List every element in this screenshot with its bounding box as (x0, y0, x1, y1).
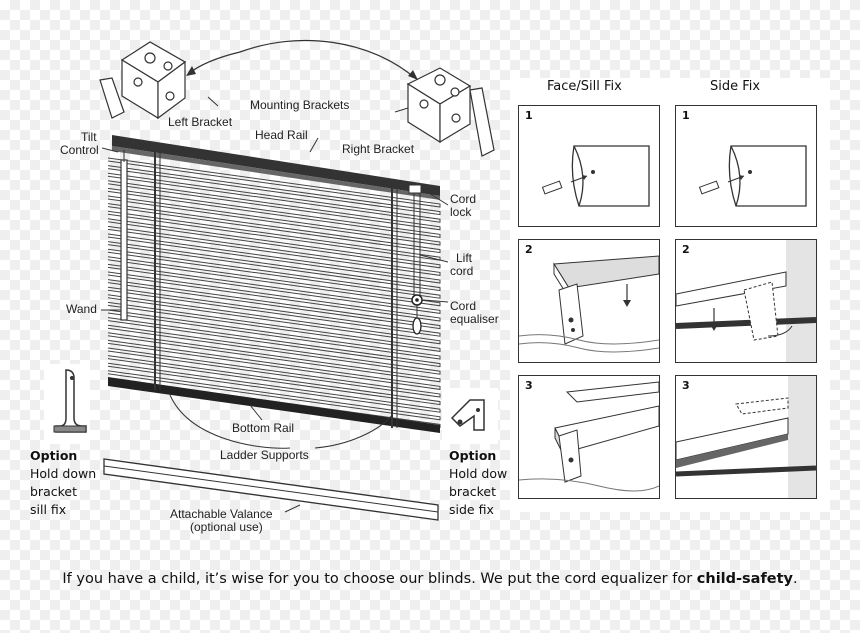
label-wand: Wand (66, 302, 97, 316)
left-bracket-drawing (99, 41, 187, 120)
blind-slat (107, 218, 441, 269)
blind-slat (107, 195, 441, 246)
label-cord-lock-1: Cord (450, 192, 477, 206)
blind-slat (107, 256, 441, 307)
blind-slats (107, 157, 441, 428)
option-right-line1: Hold dow (449, 466, 508, 481)
blind-slat (107, 362, 441, 413)
option-right-line3: side fix (449, 502, 494, 517)
blind-slat (107, 301, 441, 352)
step-3-side-number: 3 (682, 379, 690, 392)
option-left-line2: bracket (30, 484, 77, 499)
blind-exploded-diagram (99, 39, 495, 521)
caption-main: If you have a child, it’s wise for you t… (62, 571, 697, 587)
caption-text: If you have a child, it’s wise for you t… (0, 571, 860, 587)
column-face-sill-fix: Face/Sill Fix (547, 79, 622, 94)
column-side-fix: Side Fix (710, 79, 761, 94)
right-bracket-drawing (406, 67, 495, 157)
blind-slat (107, 339, 441, 390)
blind-slat (107, 370, 441, 421)
step-3-face-fix: 3 (518, 375, 660, 499)
option-left-title: Option (30, 448, 78, 463)
blind-slat (107, 279, 441, 330)
blind-slat (107, 286, 441, 337)
blind-slat (107, 180, 441, 231)
blind-slat (107, 225, 441, 276)
step-1-face-number: 1 (525, 109, 533, 122)
label-tilt: Tilt (81, 130, 97, 144)
label-right-bracket: Right Bracket (342, 142, 415, 156)
hold-down-bracket-sill-drawing (44, 364, 90, 444)
wand (120, 159, 128, 321)
step-1-face-fix: 1 (518, 105, 660, 227)
blind-slat (107, 317, 441, 368)
label-mounting-brackets: Mounting Brackets (250, 98, 350, 112)
bottom-rail (108, 377, 440, 433)
option-right-line2: bracket (449, 484, 496, 499)
blind-slat (107, 157, 441, 208)
label-lift-cord-2: cord (450, 264, 474, 278)
step-1-side-fix: 1 (675, 105, 817, 227)
label-left-bracket: Left Bracket (168, 115, 233, 129)
label-cord-equaliser-1: Cord (450, 299, 477, 313)
blind-slat (107, 294, 441, 345)
head-rail (112, 135, 440, 196)
option-left-line1: Hold down (30, 466, 97, 481)
step-1-side-number: 1 (682, 109, 690, 122)
caption-end: . (793, 571, 798, 587)
blind-slat (107, 248, 441, 299)
hold-down-bracket-side-drawing (442, 388, 498, 444)
blind-slat (107, 165, 441, 216)
label-cord-lock-2: lock (450, 205, 472, 219)
blind-slat (107, 347, 441, 398)
blind-slat (107, 241, 441, 292)
blind-slat (107, 203, 441, 254)
blind-slat (107, 271, 441, 322)
blind-slat (107, 233, 441, 284)
label-valance-optional: (optional use) (190, 520, 263, 534)
step-2-face-fix: 2 (518, 239, 660, 363)
step-3-side-fix: 3 (675, 375, 817, 499)
option-side-fix: Option Hold dow bracket side fix (449, 447, 507, 519)
blind-slat (107, 355, 441, 406)
blind-slat (107, 172, 441, 223)
label-cord-equaliser-2: equaliser (450, 312, 499, 326)
blind-slat (107, 324, 441, 375)
step-2-side-number: 2 (682, 243, 690, 256)
blind-slat (107, 210, 441, 261)
step-2-face-number: 2 (525, 243, 533, 256)
installation-steps-panel: Face/Sill Fix Side Fix 1 1 2 (510, 78, 830, 512)
label-lift-cord-1: Lift (456, 251, 473, 265)
label-head-rail: Head Rail (255, 128, 308, 142)
label-valance: Attachable Valance (170, 507, 273, 521)
blind-slat (107, 187, 441, 238)
step-3-face-number: 3 (525, 379, 533, 392)
option-left-line3: sill fix (30, 502, 67, 517)
caption-bold: child-safety (696, 571, 793, 587)
blind-slat (107, 332, 441, 383)
cord-lock (408, 184, 422, 194)
label-bottom-rail: Bottom Rail (232, 421, 295, 435)
label-control: Control (60, 143, 99, 157)
blind-slat (107, 263, 441, 314)
label-ladder-supports: Ladder Supports (220, 448, 309, 462)
option-right-title: Option (449, 448, 497, 463)
step-2-side-fix: 2 (675, 239, 817, 363)
blind-slat (107, 309, 441, 360)
option-sill-fix: Option Hold down bracket sill fix (30, 447, 96, 519)
